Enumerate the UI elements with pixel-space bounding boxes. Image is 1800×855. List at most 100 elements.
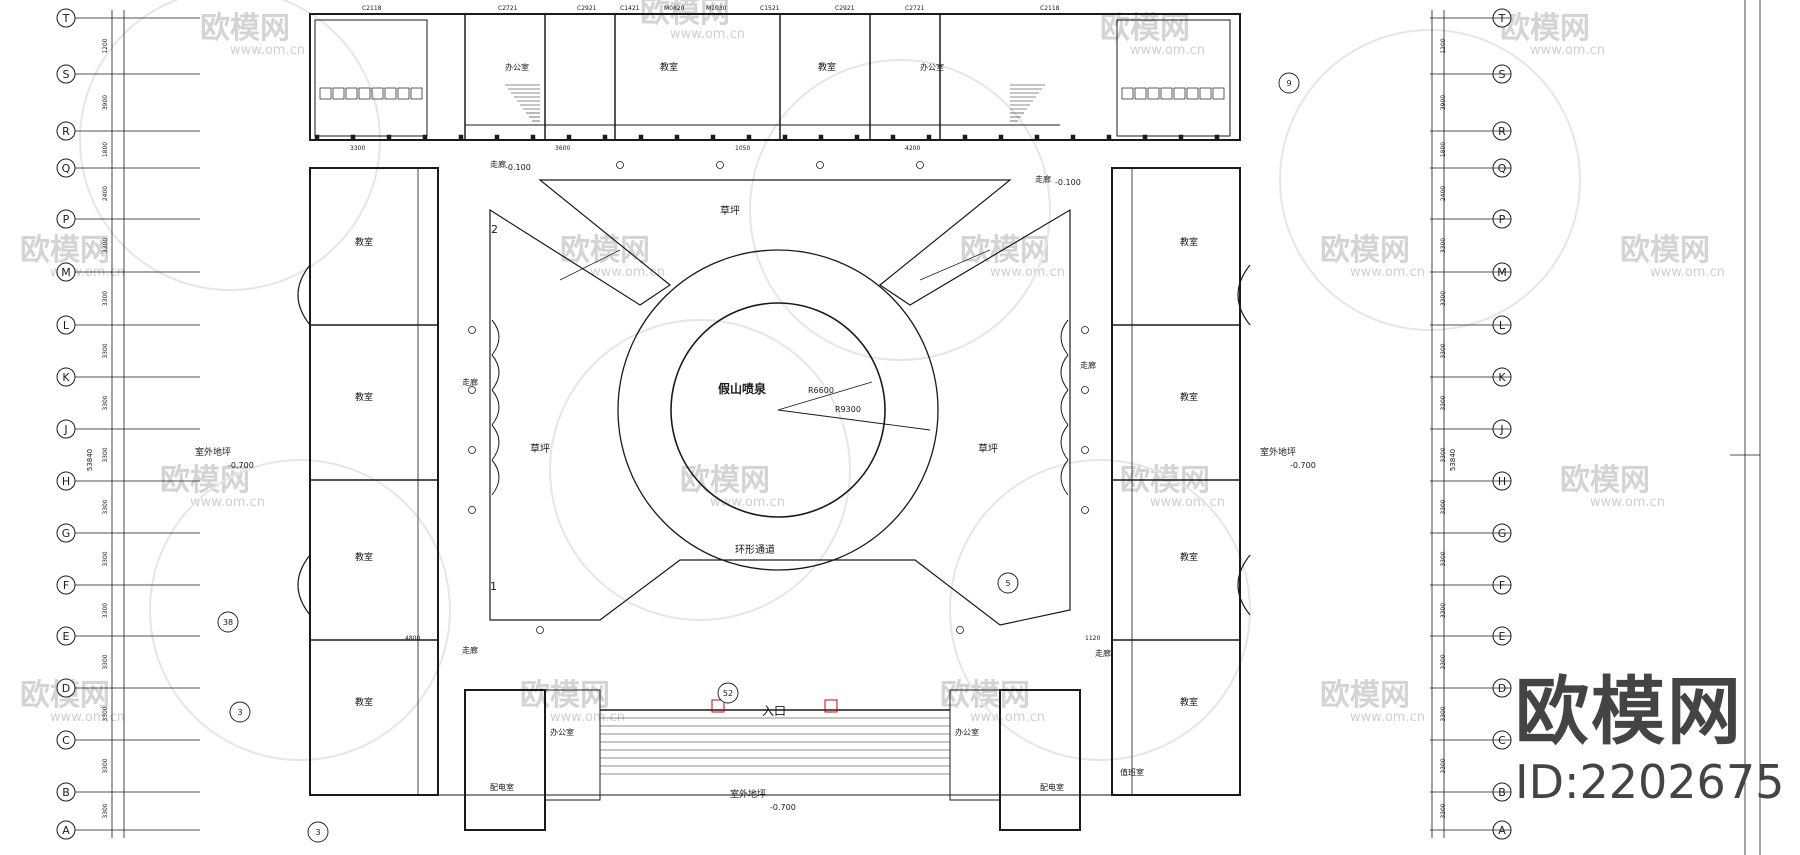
toilet-block-right [1116,19,1231,137]
ring-path-outer [617,249,939,571]
toilet-stall [1147,87,1160,100]
room-label-classroom: 教室 [355,236,373,248]
toilet-stall [384,87,397,100]
room-label-distribution: 配电室 [1040,782,1064,792]
outdoor-ground-label: 室外地坪 [1260,446,1296,458]
plant-marker [1081,446,1089,454]
window-code: C2721 [905,5,925,12]
axis-label: M [61,266,71,279]
outdoor-level: -0.700 [1290,461,1316,470]
overall-dimension: 53840 [86,449,94,471]
room-label-duty: 值班室 [1120,767,1144,777]
corridor-label: 走廊 [462,377,478,387]
toilet-stall [371,87,384,100]
bay-window [297,264,311,326]
axis-label: A [62,824,70,837]
office-right [949,689,1001,801]
axis-label: P [63,213,70,226]
watermark-text: 欧模网 [1100,11,1190,46]
axis-label: D [62,682,70,695]
section-ref-bubble [229,701,251,723]
watermark-ring [149,459,451,761]
watermark-url: www.om.cn [1650,265,1725,280]
room-label-classroom: 教室 [1180,696,1198,708]
watermark-url: www.om.cn [550,710,625,725]
plant-marker [816,161,824,169]
fountain-label: 假山喷泉 [718,381,767,396]
big-watermark-id: ID:2202675 [1515,755,1785,809]
axis-label: G [62,527,71,540]
column [854,134,860,140]
office-left [544,689,601,801]
corridor-label: 走廊 [490,159,506,169]
axis-label: S [63,68,70,81]
watermark-text: 欧模网 [560,233,650,268]
room-label-classroom: 教室 [355,391,373,403]
column [458,134,464,140]
toilet-stall [397,87,410,100]
dimension-text: 3300 [1440,758,1447,773]
column [494,134,500,140]
plant-marker [716,161,724,169]
dimension-leader [559,249,621,281]
dimension-text: 3300 [102,238,109,253]
overall-dimension: 53840 [1449,449,1457,471]
dimension-text: 3300 [102,706,109,721]
north-wing [309,13,1241,141]
watermark-text: 欧模网 [20,233,110,268]
section-ref-number: 1 [490,580,497,593]
dimension-text: 4200 [905,145,920,152]
axis-label: E [63,630,70,643]
watermark-url: www.om.cn [230,43,305,58]
plant-marker [1081,386,1089,394]
watermark-url: www.om.cn [590,265,665,280]
column [638,134,644,140]
watermark-ring [1279,29,1581,331]
toilet-stall [1160,87,1173,100]
window-code: M1030 [706,5,727,12]
section-ref-bubble [217,611,239,633]
lawn-label: 草坪 [978,442,998,455]
watermark-text: 欧模网 [1320,678,1410,713]
watermark-url: www.om.cn [190,495,265,510]
dimension-leader [919,249,991,281]
axis-label: B [62,786,70,799]
watermark-text: 欧模网 [1500,11,1590,46]
big-watermark-title: 欧模网 [1515,669,1743,755]
axis-label: C [1498,734,1506,747]
column [602,134,608,140]
courtyard-lobe [491,389,500,426]
watermark-text: 欧模网 [520,678,610,713]
axis-label: K [1498,371,1506,384]
corridor-label: 走廊 [462,645,478,655]
radius-line-inner [777,381,873,411]
column [998,134,1004,140]
axis-label: M [1497,266,1507,279]
window-code: C2118 [362,5,382,12]
dimension-text: 3900 [1440,95,1447,110]
column [1214,134,1220,140]
axis-label: L [63,319,70,332]
axis-label: D [1498,682,1506,695]
bay-window [297,554,311,616]
dimension-text: 3300 [102,447,109,462]
watermark-url: www.om.cn [710,495,785,510]
section-ref-label: 5 [1005,579,1010,588]
plant-marker [956,626,964,634]
toilet-stall [1121,87,1134,100]
plant-marker [468,326,476,334]
dimension-text: 3300 [102,343,109,358]
courtyard-lobe [1060,319,1069,356]
column [746,134,752,140]
dimension-text: 3300 [1440,603,1447,618]
courtyard-lobe [491,319,500,356]
axis-label: L [1499,319,1506,332]
lawn-label: 草坪 [720,204,740,217]
dimension-text: 3300 [1440,343,1447,358]
corridor-level: -0.100 [1055,178,1081,187]
section-ref-bubble [717,682,739,704]
column-red [711,699,725,713]
courtyard-lobe [1060,459,1069,496]
courtyard-lobe [1060,354,1069,391]
